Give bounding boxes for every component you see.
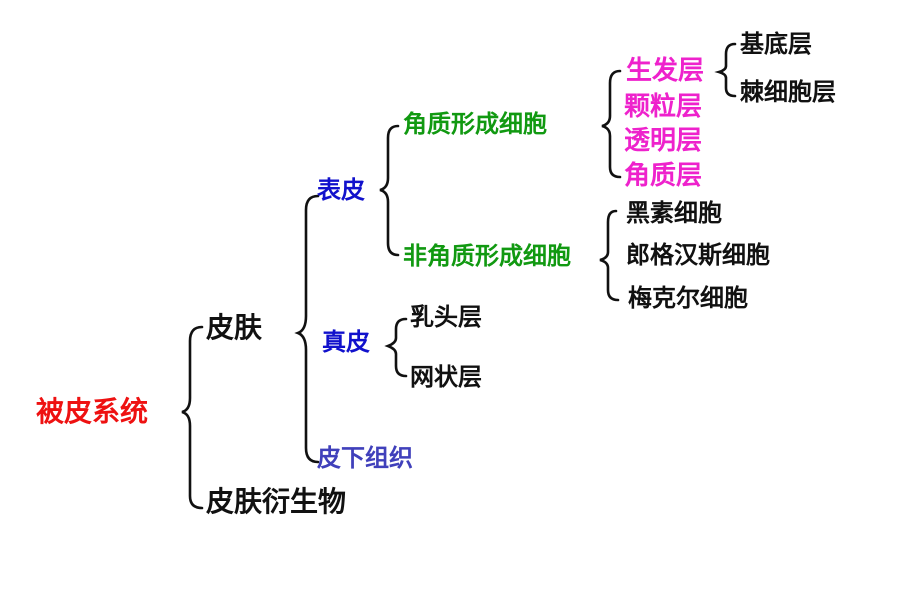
corneum-layer-label: 角质层 (624, 161, 703, 191)
skin-label: 皮肤 (206, 311, 263, 344)
brace-skin (294, 194, 320, 464)
brace-non-keratinocytes (599, 209, 620, 302)
keratinocytes-label: 角质形成细胞 (403, 110, 547, 138)
langerhans-cell-label: 郎格汉斯细胞 (626, 241, 770, 269)
brace-keratinocytes (601, 69, 622, 179)
granular-layer-label: 颗粒层 (624, 92, 703, 122)
non-keratinocytes-label: 非角质形成细胞 (403, 242, 571, 270)
germinative-layer-label: 生发层 (626, 56, 705, 86)
melanocyte-label: 黑素细胞 (626, 199, 722, 227)
hypodermis-label: 皮下组织 (317, 444, 413, 472)
brace-germinative (714, 42, 737, 98)
brace-root (181, 325, 204, 510)
basal-layer-label: 基底层 (740, 30, 812, 58)
root-label: 被皮系统 (36, 395, 149, 428)
merkel-cell-label: 梅克尔细胞 (628, 284, 748, 312)
dermis-label: 真皮 (322, 328, 370, 356)
brace-dermis (384, 317, 408, 378)
lucidum-layer-label: 透明层 (624, 126, 703, 156)
skin-derivatives-label: 皮肤衍生物 (206, 485, 347, 518)
papillary-layer-label: 乳头层 (410, 303, 482, 331)
spinous-layer-label: 棘细胞层 (740, 78, 836, 106)
epidermis-label: 表皮 (317, 176, 365, 204)
reticular-layer-label: 网状层 (410, 363, 482, 391)
brace-epidermis (379, 124, 400, 257)
